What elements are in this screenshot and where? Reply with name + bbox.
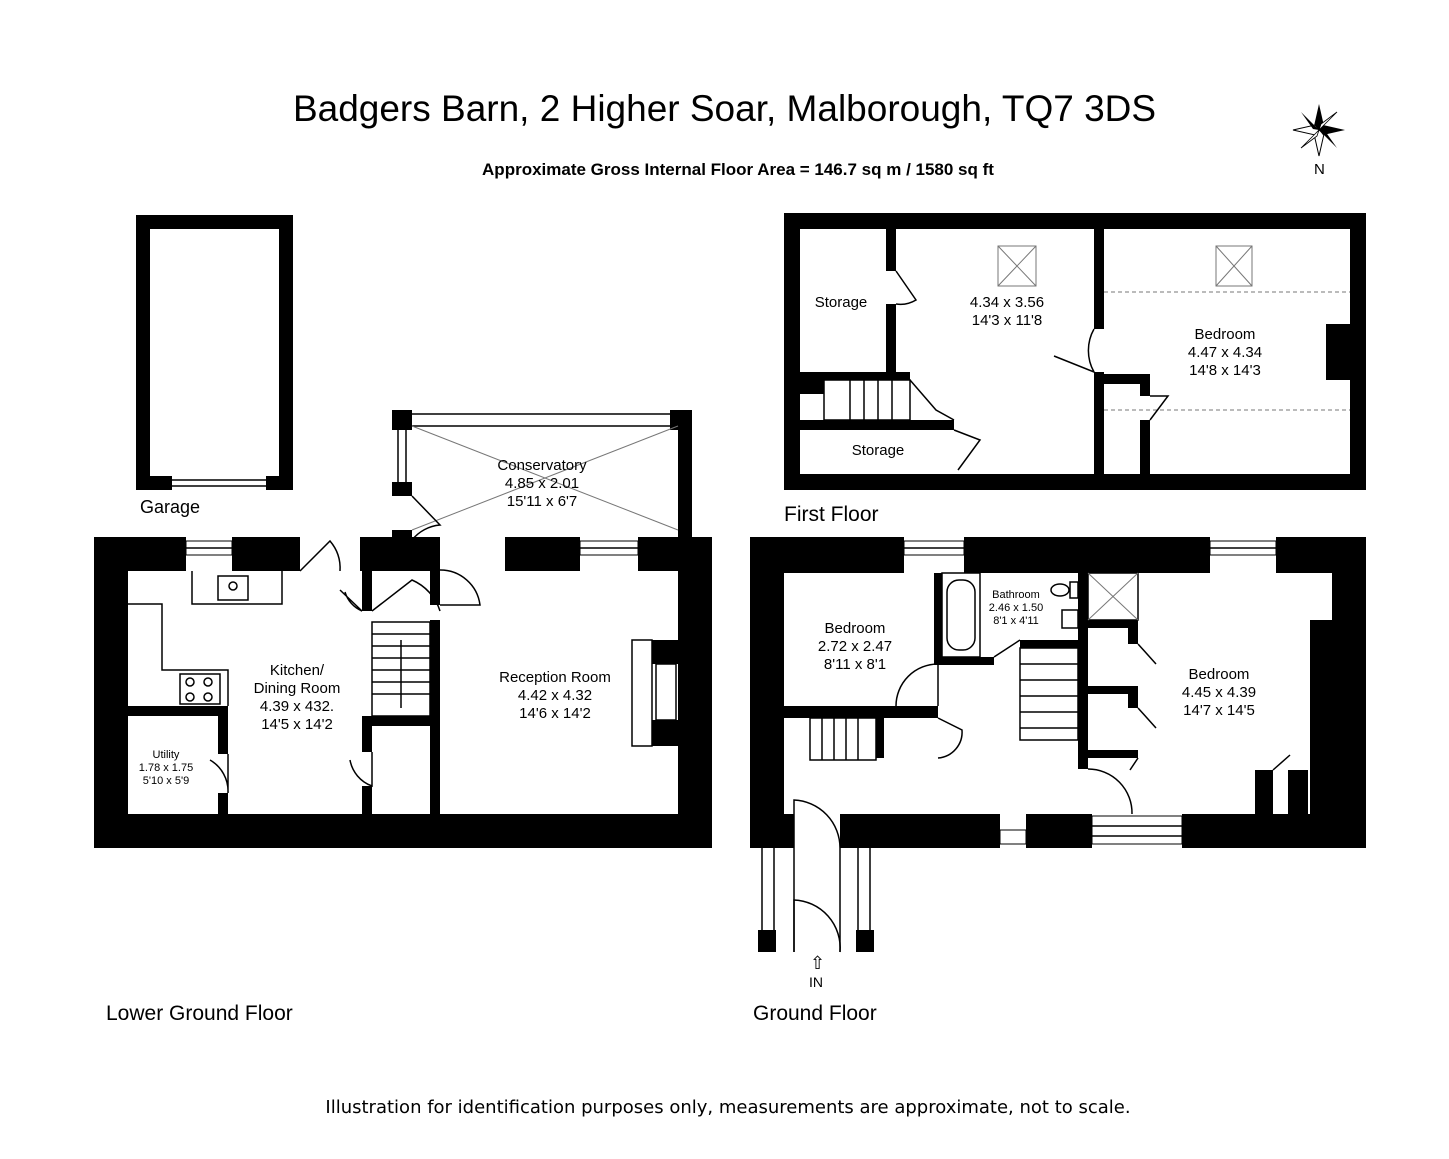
ground-floor-fittings: [809, 572, 1139, 761]
room-metric: 1.78 x 1.75: [138, 762, 194, 774]
floor-area-subtitle: Approximate Gross Internal Floor Area = …: [482, 160, 994, 179]
compass-icon: [1292, 104, 1345, 157]
room-metric: 4.39 x 432.: [259, 698, 335, 715]
lower-ground-walls: [94, 410, 712, 848]
disclaimer-text: Illustration for identification purposes…: [325, 1097, 1131, 1118]
garage-label: Garage: [140, 497, 201, 517]
room-bathroom: Bathroom 2.46 x 1.50 8'1 x 4'11: [989, 589, 1043, 628]
room-metric: 4.42 x 4.32: [517, 687, 593, 704]
room-name: Bathroom: [992, 589, 1040, 601]
room-metric: 4.45 x 4.39: [1181, 684, 1257, 701]
ground-floor-walls: [750, 537, 1366, 952]
room-name: Bedroom: [824, 620, 886, 637]
room-metric: 2.72 x 2.47: [817, 638, 893, 655]
room-first-landing: 4.34 x 3.56 14'3 x 11'8: [970, 294, 1044, 330]
room-imperial: 14'5 x 14'2: [261, 716, 333, 733]
page-title: Badgers Barn, 2 Higher Soar, Malborough,…: [292, 88, 1157, 129]
room-kitchen-dining: Kitchen/ Dining Room 4.39 x 432. 14'5 x …: [254, 662, 341, 734]
room-first-bedroom: Bedroom 4.47 x 4.34 14'8 x 14'3: [1188, 326, 1262, 380]
first-floor-doors: [895, 270, 1170, 471]
compass-north-label: N: [1314, 161, 1325, 178]
room-imperial: 5'10 x 5'9: [142, 775, 190, 787]
kitchen-fittings: [128, 571, 283, 706]
room-utility: Utility 1.78 x 1.75 5'10 x 5'9: [139, 749, 193, 788]
garage-walls: [136, 215, 293, 490]
room-metric: 4.47 x 4.34: [1187, 344, 1263, 361]
room-name: Reception Room: [499, 669, 611, 686]
room-conservatory: Conservatory 4.85 x 2.01 15'11 x 6'7: [497, 457, 586, 511]
entrance-arrow-icon: ⇧: [810, 953, 826, 973]
room-name: Bedroom: [1194, 326, 1256, 343]
room-first-storage-bottom: Storage: [852, 442, 905, 460]
room-name: Storage: [814, 294, 868, 311]
room-imperial: 8'11 x 8'1: [823, 656, 887, 673]
room-name: Utility: [152, 749, 180, 761]
room-name: Conservatory: [497, 457, 587, 474]
lower-ground-stairs: [371, 621, 431, 717]
room-metric: 4.34 x 3.56: [969, 294, 1045, 311]
room-name: Bedroom: [1188, 666, 1250, 683]
room-reception: Reception Room 4.42 x 4.32 14'6 x 14'2: [499, 669, 611, 723]
lower-ground-floor-label: Lower Ground Floor: [106, 1002, 293, 1025]
first-floor-walls: [784, 213, 1366, 490]
ground-floor-doors: [793, 639, 1291, 953]
room-imperial: 8'1 x 4'11: [993, 615, 1039, 627]
room-imperial: 14'6 x 14'2: [519, 705, 591, 722]
room-metric: 2.46 x 1.50: [988, 602, 1044, 614]
room-imperial: 14'3 x 11'8: [971, 312, 1043, 329]
room-imperial: 15'11 x 6'7: [506, 493, 578, 510]
first-floor-label: First Floor: [784, 503, 879, 526]
room-ground-bedroom-left: Bedroom 2.72 x 2.47 8'11 x 8'1: [818, 620, 892, 674]
room-metric: 4.85 x 2.01: [504, 475, 580, 492]
ground-floor-windows: [903, 540, 1277, 845]
room-ground-bedroom-right: Bedroom 4.45 x 4.39 14'7 x 14'5: [1182, 666, 1256, 720]
first-floor-fittings: [823, 245, 1350, 421]
room-name: Storage: [851, 442, 905, 459]
room-first-storage-top: Storage: [815, 294, 868, 312]
lower-ground-doors: [209, 495, 481, 794]
entrance-label: IN: [809, 974, 823, 990]
room-name-line2: Dining Room: [253, 680, 341, 697]
ground-floor-label: Ground Floor: [753, 1002, 877, 1025]
room-imperial: 14'7 x 14'5: [1183, 702, 1255, 719]
room-imperial: 14'8 x 14'3: [1189, 362, 1261, 379]
lower-ground-windows: [185, 540, 639, 556]
room-name: Kitchen/: [269, 662, 325, 679]
